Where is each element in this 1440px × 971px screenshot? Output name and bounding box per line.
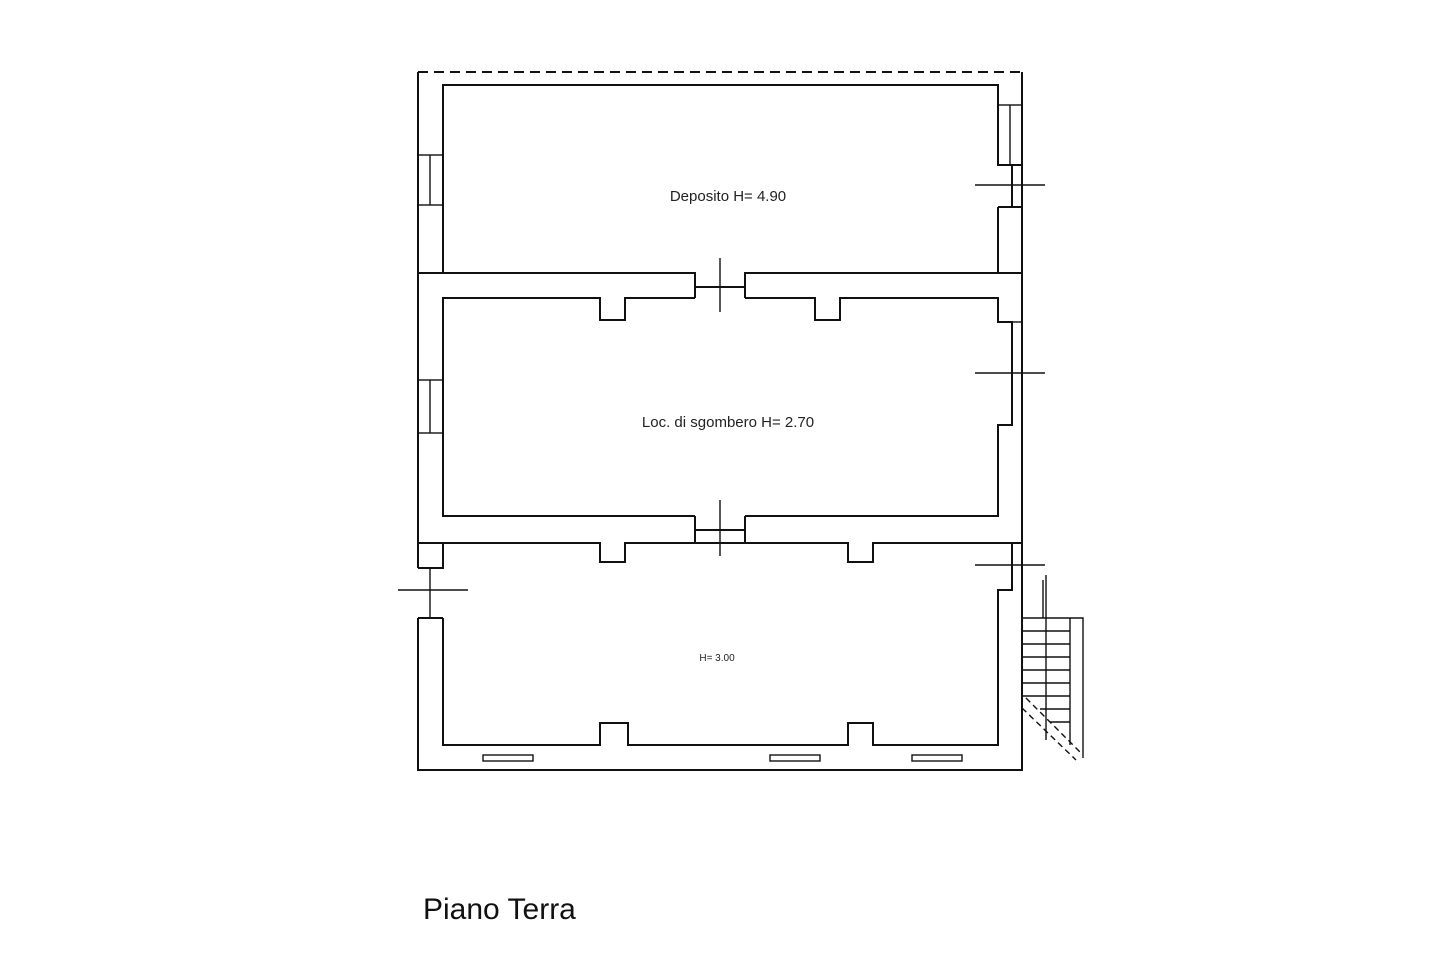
plan-title: Piano Terra xyxy=(423,893,576,926)
room-deposito-outline xyxy=(442,84,1022,273)
room-label-3: H= 3.00 xyxy=(699,653,735,664)
bottom-windows xyxy=(482,754,963,762)
staircase xyxy=(1021,575,1084,761)
room-3-outline xyxy=(418,542,1022,746)
room-label-sgombero: Loc. di sgombero H= 2.70 xyxy=(642,414,814,431)
room-label-deposito: Deposito H= 4.90 xyxy=(670,188,786,205)
room-sgombero-outline xyxy=(442,297,1013,517)
